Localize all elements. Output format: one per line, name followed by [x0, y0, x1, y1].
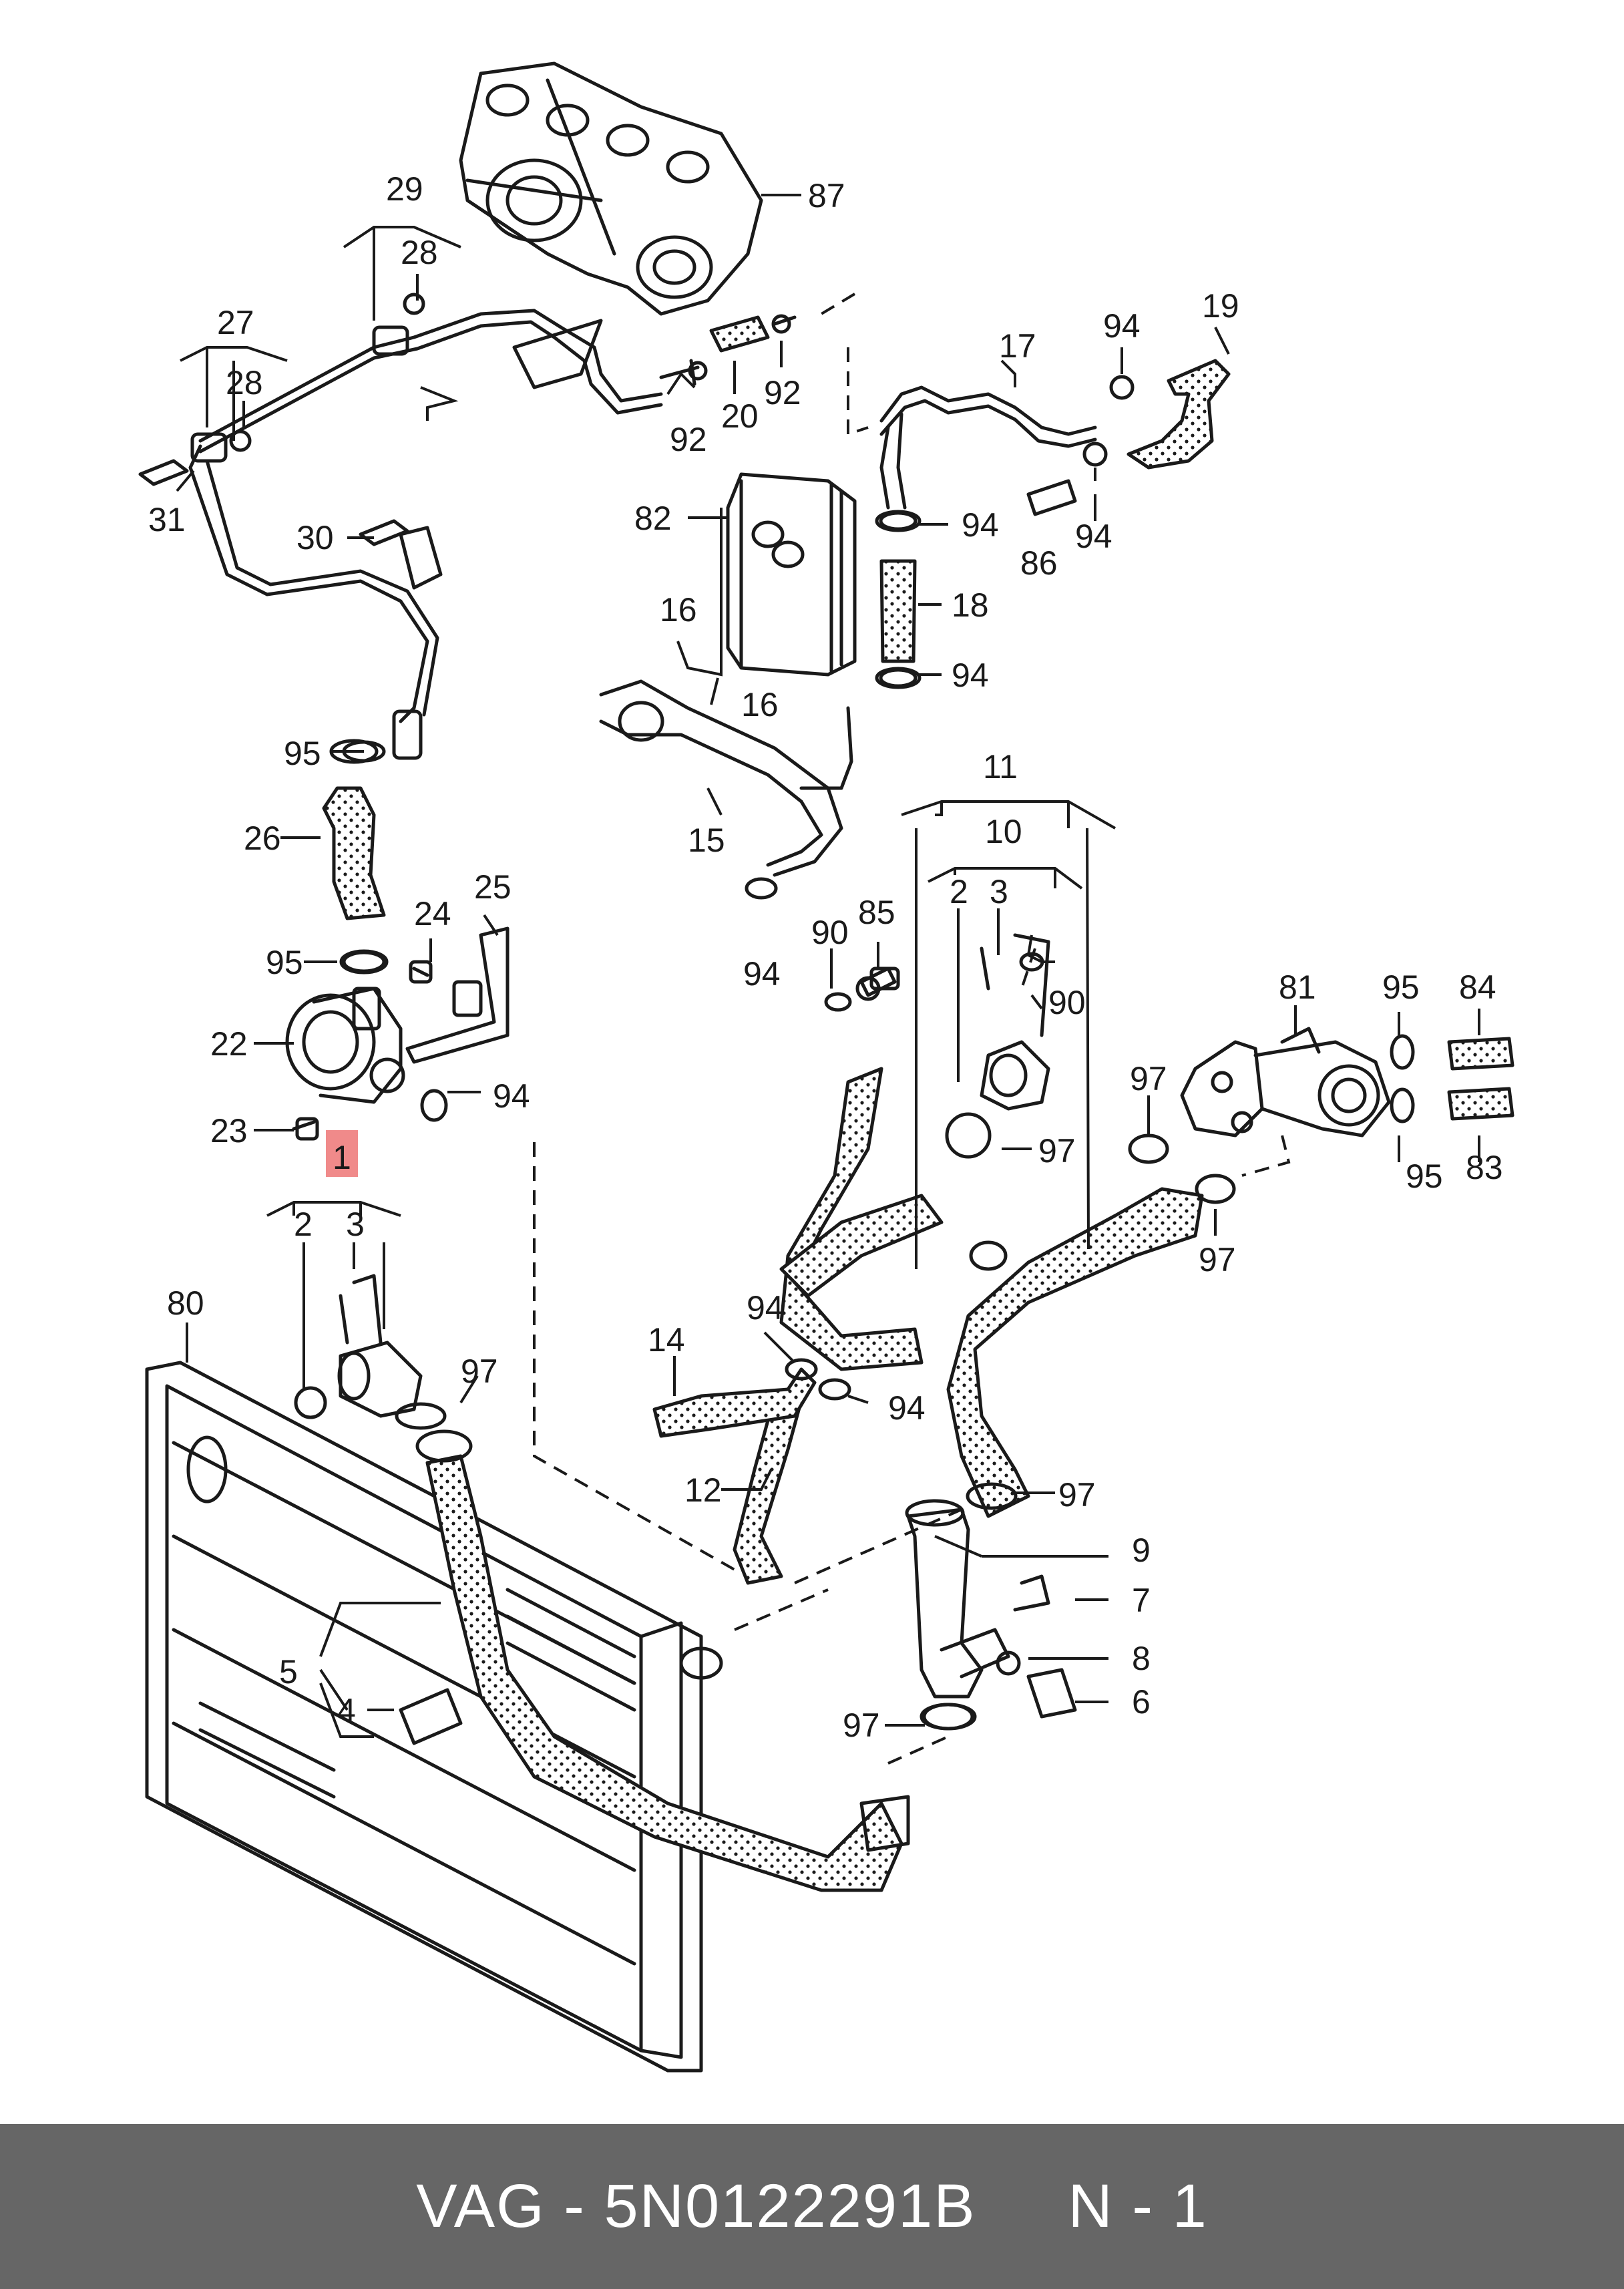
callout-18: 18 [952, 586, 989, 624]
callout-1: 1 [333, 1139, 351, 1176]
callout-95: 95 [266, 944, 303, 981]
callout-95: 95 [284, 735, 321, 772]
oil-cooler [726, 472, 857, 677]
callout-31: 31 [148, 501, 186, 538]
callout-97: 97 [1058, 1476, 1096, 1514]
callout-94: 94 [1103, 307, 1141, 345]
callout-26: 26 [244, 820, 281, 857]
pipe-15 [599, 679, 853, 877]
callout-81: 81 [1279, 969, 1316, 1006]
callout-95: 95 [1382, 969, 1420, 1006]
callout-80: 80 [167, 1284, 204, 1322]
callout-94: 94 [1075, 518, 1112, 555]
hose-group-center [652, 933, 1204, 1585]
callout-7: 7 [1132, 1582, 1151, 1619]
callout-22: 22 [210, 1025, 248, 1063]
callout-94: 94 [743, 955, 781, 993]
callout-8: 8 [1132, 1640, 1151, 1677]
callout-94: 94 [493, 1077, 530, 1115]
callout-84: 84 [1459, 969, 1496, 1006]
pipe-17-hose-19 [879, 359, 1231, 516]
callout-3: 3 [990, 873, 1008, 910]
hose-20 [659, 314, 797, 386]
connector-9 [905, 1499, 1077, 1731]
callout-20: 20 [721, 397, 759, 435]
callout-85: 85 [858, 894, 895, 931]
hose-26 [322, 740, 386, 973]
callout-86: 86 [1020, 544, 1058, 582]
callout-11: 11 [983, 748, 1018, 785]
callout-83: 83 [1466, 1149, 1503, 1186]
callout-94: 94 [962, 506, 999, 544]
reference-lines [533, 293, 1291, 1765]
callout-19: 19 [1202, 287, 1239, 325]
part-number-caption: VAG - 5N0122291B N - 1 [416, 2172, 1208, 2240]
callout-94: 94 [952, 657, 989, 694]
callout-14: 14 [648, 1321, 685, 1359]
callout-27: 27 [217, 304, 254, 341]
callout-16: 16 [660, 591, 697, 629]
highlight-part-1 [326, 1130, 358, 1177]
callout-labels: 87 29 28 27 28 31 30 92 20 92 17 94 19 8… [148, 170, 1503, 1744]
callout-29: 29 [386, 170, 423, 208]
callout-87: 87 [808, 177, 845, 214]
callout-28: 28 [226, 364, 263, 401]
callout-15: 15 [688, 822, 725, 859]
callout-24: 24 [414, 895, 451, 932]
parts-diagram: 87 29 28 27 28 31 30 92 20 92 17 94 19 8… [138, 61, 1514, 2073]
callout-95: 95 [1406, 1158, 1443, 1195]
callout-10: 10 [985, 813, 1022, 850]
callout-2: 2 [950, 873, 968, 910]
callout-9: 9 [1132, 1532, 1151, 1569]
hose-5 [399, 1429, 910, 1892]
callout-12: 12 [684, 1471, 722, 1509]
callout-97: 97 [1130, 1060, 1167, 1097]
callout-3: 3 [346, 1206, 365, 1243]
callout-28: 28 [401, 234, 438, 271]
callout-2: 2 [294, 1206, 313, 1243]
callout-92: 92 [764, 374, 801, 411]
callout-30: 30 [296, 519, 334, 556]
callout-23: 23 [210, 1112, 248, 1150]
thermostat-housing [1180, 1027, 1391, 1137]
hoses-84-83 [1390, 1034, 1514, 1123]
callout-92: 92 [670, 421, 707, 458]
callout-4: 4 [337, 1692, 356, 1729]
callout-16: 16 [741, 686, 779, 723]
callout-94: 94 [888, 1389, 926, 1427]
footer-bar: VAG - 5N0122291B N - 1 [0, 2124, 1624, 2289]
coolant-pipe-upper [138, 293, 663, 760]
auxiliary-pump [285, 926, 510, 1141]
callout-5: 5 [279, 1653, 298, 1691]
callout-90: 90 [811, 914, 849, 951]
leader-lines [176, 194, 1480, 1738]
coolant-connector [294, 1274, 423, 1419]
callout-97: 97 [461, 1353, 498, 1390]
hose-18 [879, 511, 918, 688]
callout-17: 17 [999, 327, 1036, 365]
callout-97: 97 [1199, 1241, 1236, 1278]
callout-97: 97 [843, 1707, 880, 1744]
callout-94: 94 [747, 1289, 784, 1327]
callout-90: 90 [1048, 984, 1086, 1021]
callout-97: 97 [1038, 1132, 1076, 1170]
turbocharger-manifold [459, 61, 763, 316]
callout-25: 25 [474, 868, 512, 906]
callout-82: 82 [634, 500, 672, 537]
callout-6: 6 [1132, 1683, 1151, 1721]
